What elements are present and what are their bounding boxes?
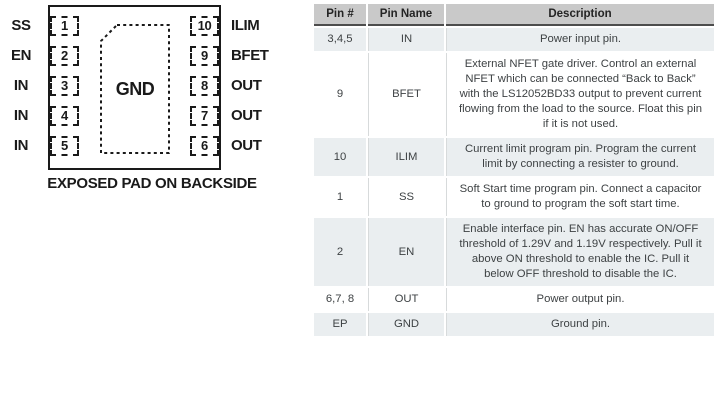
pin-box-7: 7 xyxy=(190,106,219,126)
pin-number-cell: 10 xyxy=(314,138,366,176)
description-cell: Current limit program pin. Program the c… xyxy=(446,138,714,176)
pin-label-in-4: IN xyxy=(13,107,29,124)
header-pin-number: Pin # xyxy=(314,4,366,26)
pin-box-9: 9 xyxy=(190,46,219,66)
pin-number: 6 xyxy=(201,138,208,153)
pin-box-1: 1 xyxy=(50,16,79,36)
pin-box-8: 8 xyxy=(190,76,219,96)
pin-number: 10 xyxy=(197,18,212,33)
pin-number: 4 xyxy=(61,108,68,123)
pin-description-table: Pin # Pin Name Description 3,4,5 IN Powe… xyxy=(312,2,716,338)
description-cell: Soft Start time program pin. Connect a c… xyxy=(446,178,714,216)
pin-label-out-7: OUT xyxy=(231,107,262,124)
table-row: 6,7, 8 OUT Power output pin. xyxy=(314,288,714,311)
pin-box-5: 5 xyxy=(50,136,79,156)
pin-number-cell: EP xyxy=(314,313,366,336)
pin-number-cell: 9 xyxy=(314,53,366,136)
pin-name-cell: SS xyxy=(368,178,444,216)
pin-number: 5 xyxy=(61,138,68,153)
table-row: 2 EN Enable interface pin. EN has accura… xyxy=(314,218,714,286)
pin-label-ilim: ILIM xyxy=(231,17,260,34)
pin-number: 1 xyxy=(61,18,68,33)
pin-number: 3 xyxy=(61,78,68,93)
exposed-pad-label: GND xyxy=(115,78,155,99)
description-cell: Ground pin. xyxy=(446,313,714,336)
pin-number-cell: 3,4,5 xyxy=(314,28,366,51)
pin-box-4: 4 xyxy=(50,106,79,126)
description-cell: Enable interface pin. EN has accurate ON… xyxy=(446,218,714,286)
pin-number: 9 xyxy=(201,48,208,63)
pin-label-en: EN xyxy=(10,47,32,64)
description-cell: Power output pin. xyxy=(446,288,714,311)
chip-outline: 1 2 3 4 5 10 9 8 7 6 GND xyxy=(48,5,221,170)
table-row: 3,4,5 IN Power input pin. xyxy=(314,28,714,51)
pin-name-cell: GND xyxy=(368,313,444,336)
diagram-caption: EXPOSED PAD ON BACKSIDE xyxy=(47,175,257,192)
chip-pinout-diagram: 1 2 3 4 5 10 9 8 7 6 GND SS EN IN IN IN … xyxy=(0,0,305,400)
description-cell: External NFET gate driver. Control an ex… xyxy=(446,53,714,136)
pin-label-ss: SS xyxy=(11,17,31,34)
pin-name-cell: OUT xyxy=(368,288,444,311)
pin-number: 2 xyxy=(61,48,68,63)
table-row: EP GND Ground pin. xyxy=(314,313,714,336)
pin-name-cell: BFET xyxy=(368,53,444,136)
pin-name-cell: EN xyxy=(368,218,444,286)
table-row: 10 ILIM Current limit program pin. Progr… xyxy=(314,138,714,176)
pin-name-cell: IN xyxy=(368,28,444,51)
description-cell: Power input pin. xyxy=(446,28,714,51)
pin-label-in-5: IN xyxy=(13,137,29,154)
pin-name-cell: ILIM xyxy=(368,138,444,176)
table-row: 1 SS Soft Start time program pin. Connec… xyxy=(314,178,714,216)
pin-box-3: 3 xyxy=(50,76,79,96)
pin-number-cell: 2 xyxy=(314,218,366,286)
pin-box-6: 6 xyxy=(190,136,219,156)
pin-label-out-6: OUT xyxy=(231,137,262,154)
pin-box-10: 10 xyxy=(190,16,219,36)
pin-number-cell: 6,7, 8 xyxy=(314,288,366,311)
pin-box-2: 2 xyxy=(50,46,79,66)
pin-label-in-3: IN xyxy=(13,77,29,94)
table-row: 9 BFET External NFET gate driver. Contro… xyxy=(314,53,714,136)
pin-number: 8 xyxy=(201,78,208,93)
pin-description-table-container: Pin # Pin Name Description 3,4,5 IN Powe… xyxy=(312,2,716,338)
header-description: Description xyxy=(446,4,714,26)
pin-number: 7 xyxy=(201,108,208,123)
table-header-row: Pin # Pin Name Description xyxy=(314,4,714,26)
pin-number-cell: 1 xyxy=(314,178,366,216)
pin-label-bfet: BFET xyxy=(231,47,269,64)
pin-label-out-8: OUT xyxy=(231,77,262,94)
header-pin-name: Pin Name xyxy=(368,4,444,26)
